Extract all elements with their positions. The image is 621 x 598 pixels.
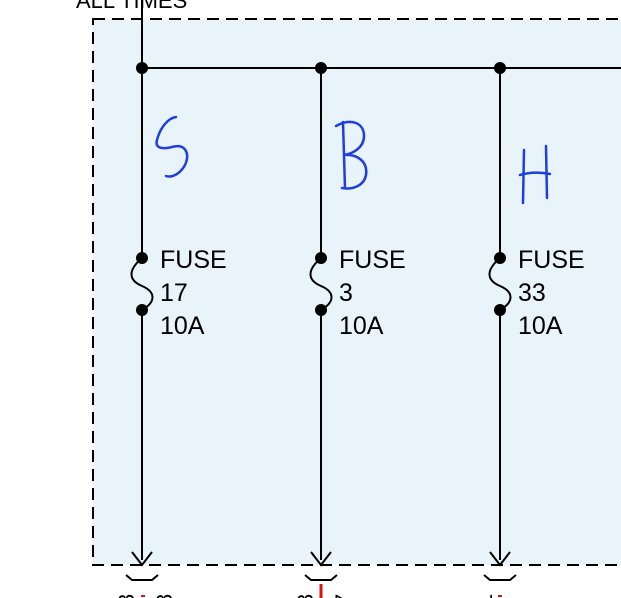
fuse-word: FUSE xyxy=(518,246,585,274)
fuse-rating: 10A xyxy=(339,312,384,340)
fuse-number: 3 xyxy=(339,279,353,307)
arrow-head xyxy=(131,551,153,567)
fuse-rating: 10A xyxy=(518,312,563,340)
fuse-word: FUSE xyxy=(160,246,227,274)
arrow-head xyxy=(489,551,511,567)
connector-pin-left: 3 xyxy=(293,594,318,598)
connector-bracket xyxy=(304,574,338,581)
fuse-number: 17 xyxy=(160,279,188,307)
fuse-symbol xyxy=(488,257,512,311)
fuse-symbol xyxy=(309,257,333,311)
fuse-rating: 10A xyxy=(160,312,205,340)
arrow-head xyxy=(310,551,332,567)
fuse-box-panel xyxy=(92,18,621,566)
handwritten-b-annotation xyxy=(334,120,368,190)
fuse-branch-2: FUSE 3 10A xyxy=(309,68,406,567)
fuse-word: FUSE xyxy=(339,246,406,274)
handwritten-s-annotation xyxy=(155,115,189,178)
fuse-number: 33 xyxy=(518,279,546,307)
always-hot-label: ALL TIMES xyxy=(76,0,187,13)
fuse-branch-1: FUSE 17 10A xyxy=(130,68,227,567)
connector-pin-right: 7 xyxy=(331,594,356,598)
connector-2: 3 7 xyxy=(293,574,356,598)
fuse-symbol xyxy=(130,257,154,311)
connector-bracket xyxy=(483,574,517,581)
connector-bracket xyxy=(125,574,159,581)
connector-pin-right: 8 xyxy=(152,594,177,598)
connector-pin-left: 3 xyxy=(114,594,139,598)
connector-pin-left: 1 xyxy=(472,594,497,598)
fuse-branch-3: FUSE 33 10A xyxy=(488,68,585,567)
connector-1: 3 8 xyxy=(114,574,177,598)
connector-3: 1 xyxy=(472,574,517,598)
handwritten-h-annotation xyxy=(518,144,552,205)
